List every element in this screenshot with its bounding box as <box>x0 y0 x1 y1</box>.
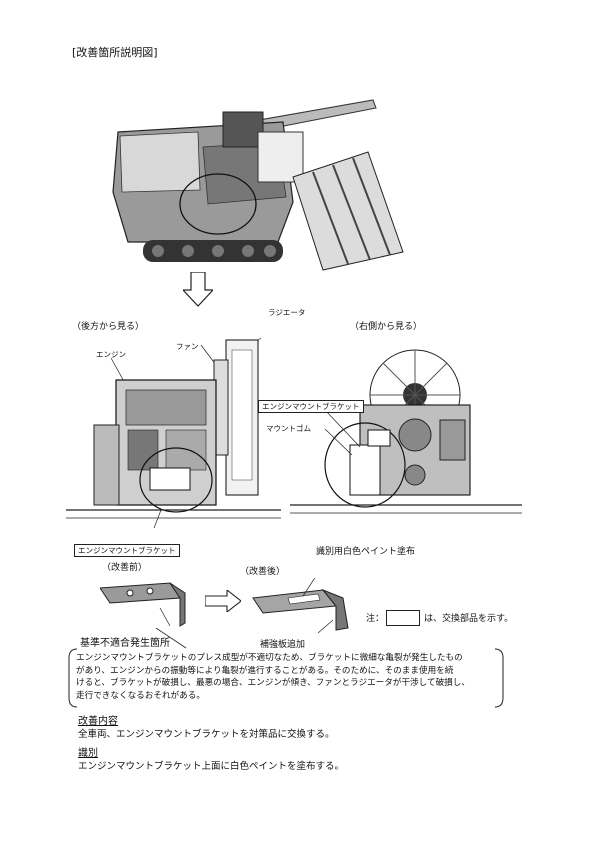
callout-pointer <box>155 628 187 649</box>
note-prefix: 注： <box>366 614 385 624</box>
arrow-right-icon <box>205 590 241 612</box>
label-white-paint: 識別用白色ペイント塗布 <box>316 547 416 557</box>
label-engine-mount-bracket-top: エンジンマウントブラケット <box>258 400 364 413</box>
arrow-down-icon <box>183 272 213 307</box>
label-fan: ファン <box>176 342 199 351</box>
label-reinforce: 補強板追加 <box>260 640 306 650</box>
callout-bracket-left <box>68 648 78 708</box>
label-nonconform: 基準不適合発生箇所 <box>80 638 170 649</box>
label-after: （改善後） <box>240 567 286 577</box>
remedy-text: 全車両、エンジンマウントブラケットを対策品に交換する。 <box>78 729 335 740</box>
defect-description: エンジンマウントブラケットのプレス成型が不適切なため、ブラケットに微細な亀裂が発… <box>76 652 496 702</box>
view-label-rear: （後方から見る） <box>72 322 145 332</box>
label-radiator: ラジエータ <box>268 308 306 317</box>
callout-bracket-right <box>494 648 504 708</box>
label-mount-rubber: マウントゴム <box>266 424 311 433</box>
bracket-before-diagram <box>100 582 186 627</box>
callout-line: 走行できなくなるおそれがある。 <box>76 690 205 701</box>
label-engine-mount-bracket-bottom: エンジンマウントブラケット <box>74 544 180 557</box>
engine-right-view-diagram <box>290 349 522 514</box>
replacement-part-legend-box <box>386 610 420 626</box>
view-label-right: （右側から見る） <box>350 322 423 332</box>
page-title: [改善箇所説明図] <box>72 46 158 59</box>
identify-text: エンジンマウントブラケット上面に白色ペイントを塗布する。 <box>78 761 345 772</box>
engine-rear-view-diagram <box>66 337 281 529</box>
callout-line: エンジンマウントブラケットのプレス成型が不適切なため、ブラケットに微細な亀裂が発… <box>76 653 463 663</box>
callout-line: けると、ブラケットが破損し、最悪の場合、エンジンが傾き、ファンとラジエータが干渉… <box>76 678 470 688</box>
remedy-heading: 改善内容 <box>78 716 118 727</box>
combine-harvester-illustration <box>108 92 408 272</box>
bracket-after-diagram <box>252 578 349 633</box>
label-engine: エンジン <box>96 350 126 359</box>
identify-heading: 識別 <box>78 748 98 759</box>
callout-line: があり、エンジンからの振動等により亀裂が進行することがある。そのために、そのまま… <box>76 665 454 676</box>
note-suffix: は、交換部品を示す。 <box>424 614 514 624</box>
label-before: （改善前） <box>102 563 148 573</box>
